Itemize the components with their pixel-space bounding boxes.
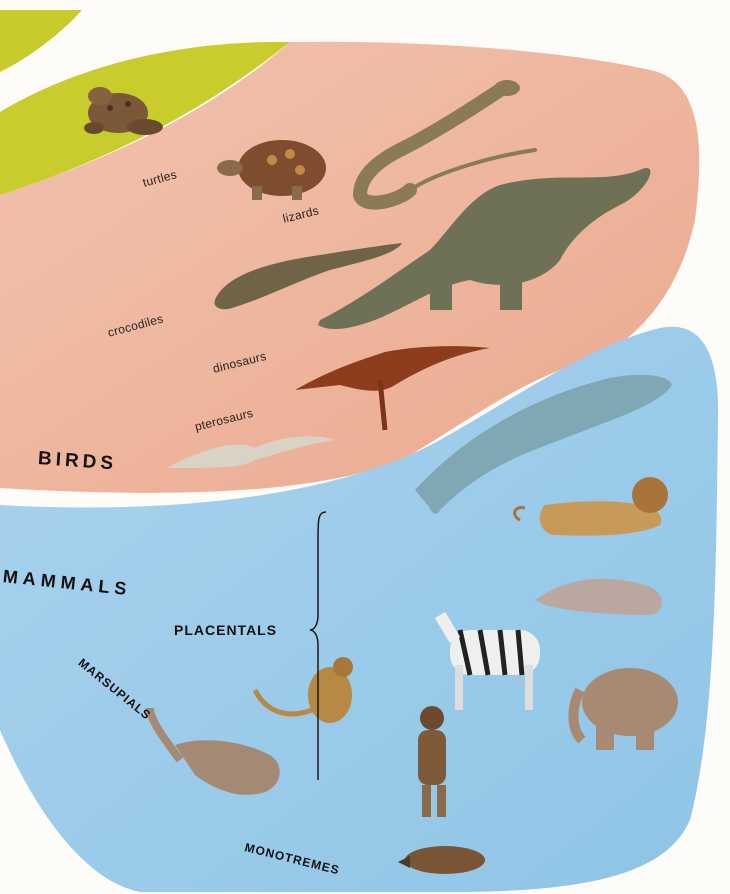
- label-placentals: PLACENTALS: [174, 622, 277, 638]
- amphibian-band-top: [0, 10, 82, 72]
